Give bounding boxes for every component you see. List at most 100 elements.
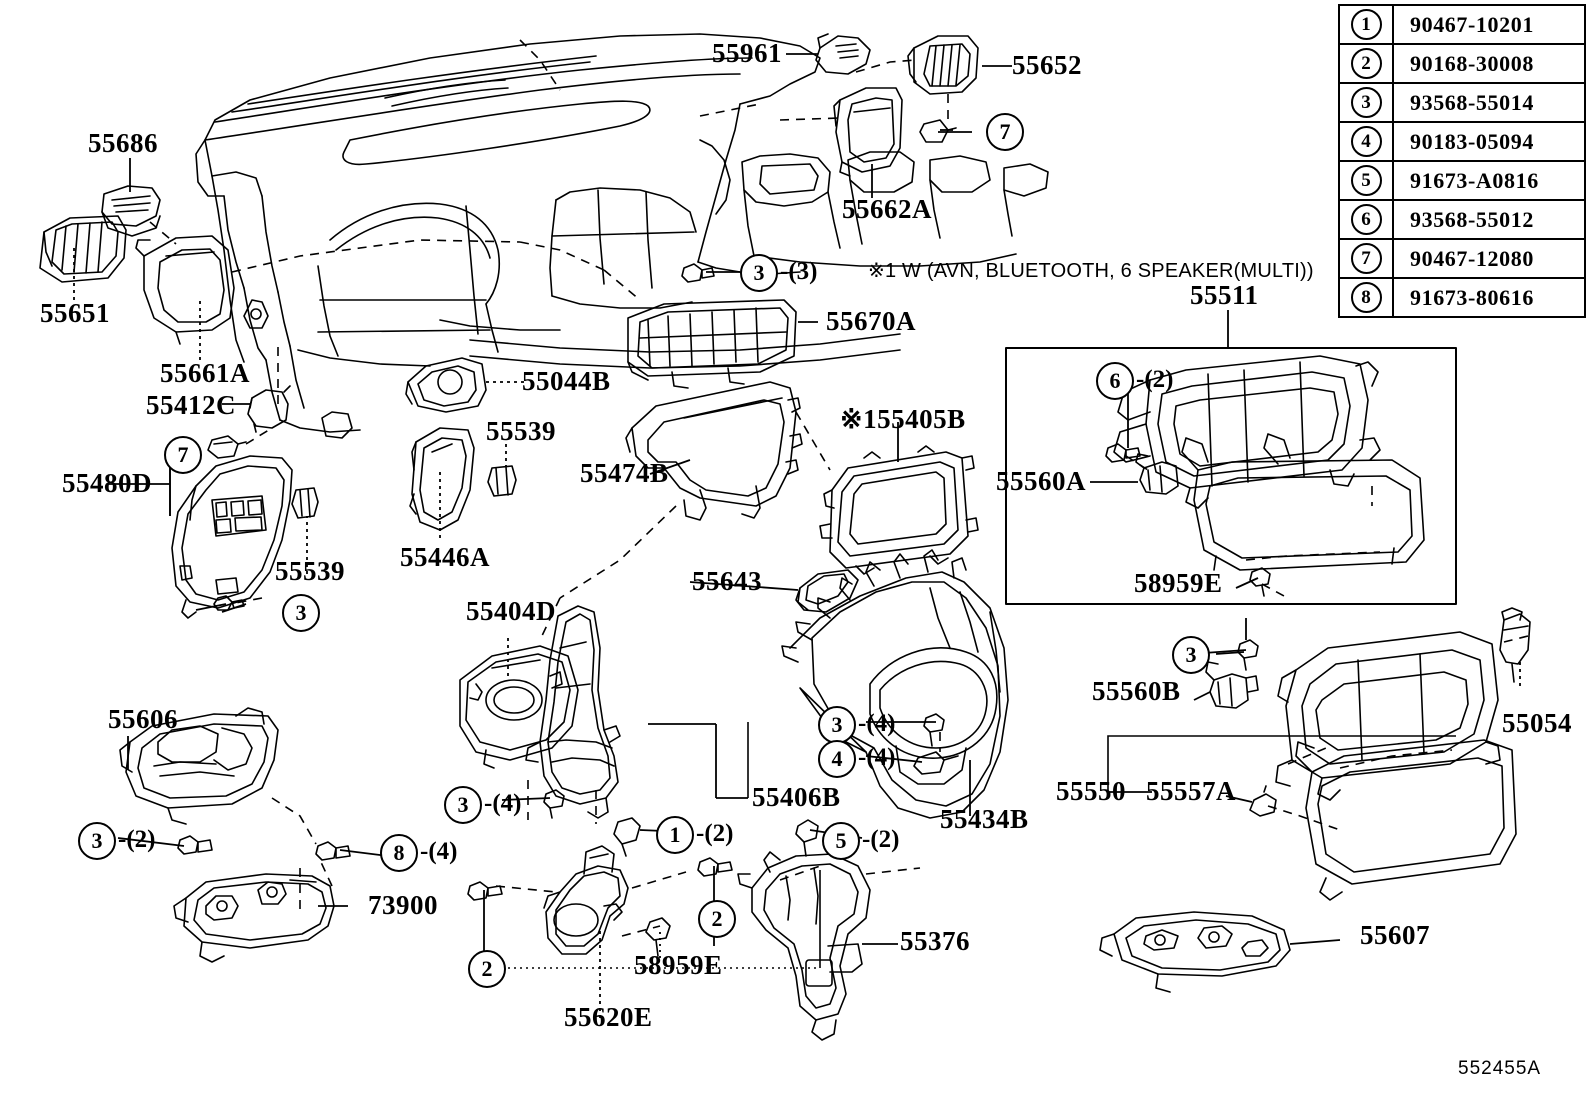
- part-label-55662A: 55662A: [842, 194, 932, 224]
- part-label-55607: 55607: [1360, 920, 1430, 950]
- part-55961: [815, 33, 871, 75]
- part-58959E-a: [1249, 567, 1271, 597]
- callout-3-55606: 3: [78, 822, 116, 860]
- part-55539-a: [487, 465, 517, 497]
- part-55434B: [781, 549, 1009, 819]
- part-55404D: [459, 645, 579, 769]
- callout-1-55406B: 1: [656, 816, 694, 854]
- part-label-55606: 55606: [108, 704, 178, 734]
- screw-8-739: [315, 841, 351, 861]
- part-label-55480D: 55480D: [62, 468, 152, 498]
- part-55620E: [543, 845, 629, 955]
- callout-3-left: 3: [282, 594, 320, 632]
- part-label-55405B: ※155405B: [840, 404, 966, 434]
- screw-5-434: [795, 819, 819, 857]
- part-label-55652: 55652: [1012, 50, 1082, 80]
- screw-3-404: [543, 789, 565, 819]
- legend-part-number: 90467-10201: [1410, 11, 1534, 37]
- callout-7-top: 7: [986, 113, 1024, 151]
- part-55511-door: [1181, 433, 1425, 571]
- part-label-55661A: 55661A: [160, 358, 250, 388]
- callout-3-55606-qty: -(2): [118, 826, 156, 853]
- callout-4-55434B: 4: [818, 740, 856, 778]
- legend-ref-circle: 7: [1350, 243, 1382, 274]
- part-55686: [101, 185, 161, 237]
- callout-6-glovebox-qty: -(2): [1136, 366, 1174, 393]
- part-label-55044B: 55044B: [522, 366, 611, 396]
- legend-ref-cell: 8: [1340, 279, 1394, 316]
- legend-ref-cell: 3: [1340, 84, 1394, 121]
- callout-2-55620E-left: 2: [468, 950, 506, 988]
- callout-8-73900: 8: [380, 834, 418, 872]
- screw-3-434: [923, 713, 945, 747]
- screw-3-top: [681, 263, 715, 283]
- part-label-55406B: 55406B: [752, 782, 841, 812]
- legend-ref-circle: 4: [1350, 126, 1382, 157]
- callout-3-top-qty: -(3): [780, 258, 818, 285]
- part-number-legend-table: 1 90467-10201 2 90168-30008 3 93568-5501…: [1338, 4, 1586, 318]
- assembly-dashed: [149, 39, 1529, 937]
- legend-ref-circle: 8: [1350, 282, 1382, 313]
- part-55651: [39, 215, 127, 283]
- callout-2-55620E-right: 2: [698, 900, 736, 938]
- part-55044B: [405, 357, 487, 413]
- box-55511-frame: [1005, 347, 1457, 605]
- part-55405B: [819, 445, 979, 575]
- legend-row: 1 90467-10201: [1340, 6, 1584, 45]
- callout-3-55434B: 3: [818, 706, 856, 744]
- legend-row: 6 93568-55012: [1340, 201, 1584, 240]
- part-58959E-b: [645, 917, 671, 957]
- part-label-55446A: 55446A: [400, 542, 490, 572]
- part-55560B: [1205, 661, 1259, 709]
- legend-ref-cell: 6: [1340, 201, 1394, 238]
- part-55643: [795, 569, 859, 613]
- callout-3-55404D: 3: [444, 786, 482, 824]
- part-55550-door: [1295, 739, 1517, 901]
- legend-row: 3 93568-55014: [1340, 84, 1584, 123]
- part-55661A: [135, 235, 235, 345]
- legend-ref-circle: 3: [1350, 87, 1382, 118]
- part-label-55376: 55376: [900, 926, 970, 956]
- instrument-panel-main: [195, 33, 1049, 439]
- callout-7-left: 7: [164, 436, 202, 474]
- part-55446A: [409, 427, 475, 531]
- legend-ref-cell: 7: [1340, 240, 1394, 277]
- legend-part-number: 90168-30008: [1410, 50, 1534, 76]
- screw-2-right-620: [697, 857, 733, 877]
- clip-1-406: [613, 817, 641, 857]
- part-label-55054: 55054: [1502, 708, 1572, 738]
- part-label-55620E: 55620E: [564, 1002, 653, 1032]
- part-55670A: [627, 299, 797, 389]
- part-label-55651: 55651: [40, 298, 110, 328]
- part-55474B: [625, 381, 803, 521]
- leader-lines: [73, 53, 1521, 1018]
- legend-row: 2 90168-30008: [1340, 45, 1584, 84]
- legend-part-number: 91673-80616: [1410, 284, 1534, 310]
- part-55376: [737, 851, 871, 1041]
- part-label-55686: 55686: [88, 128, 158, 158]
- part-label-55474B: 55474B: [580, 458, 669, 488]
- part-label-55560B: 55560B: [1092, 676, 1181, 706]
- callout-5-55434B: 5: [822, 822, 860, 860]
- part-55539-b: [291, 487, 319, 519]
- part-55406B: [525, 605, 621, 819]
- clip-4-434: [913, 751, 959, 775]
- clip-7-top: [919, 119, 957, 143]
- part-55652: [907, 35, 979, 95]
- part-label-55550: 55550: [1056, 776, 1126, 806]
- part-73900: [173, 873, 335, 963]
- screw-3-gbr: [1237, 639, 1259, 671]
- screw-2-left-620: [467, 881, 503, 901]
- legend-ref-cell: 1: [1340, 6, 1394, 43]
- legend-row: 7 90467-12080: [1340, 240, 1584, 279]
- legend-ref-cell: 4: [1340, 123, 1394, 160]
- clip-7-left: [207, 435, 247, 459]
- legend-ref-circle: 1: [1350, 9, 1382, 40]
- legend-row: 4 90183-05094: [1340, 123, 1584, 162]
- part-label-55511: 55511: [1190, 280, 1259, 310]
- part-55412C: [247, 385, 291, 433]
- part-label-55643: 55643: [692, 566, 762, 596]
- part-label-55670A: 55670A: [826, 306, 916, 336]
